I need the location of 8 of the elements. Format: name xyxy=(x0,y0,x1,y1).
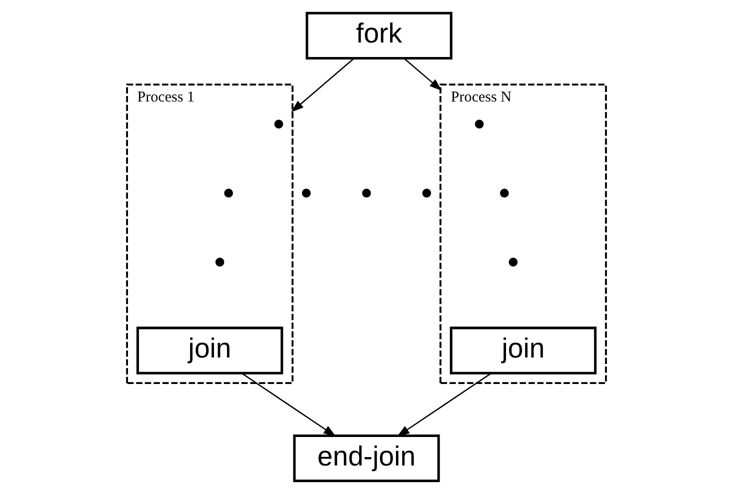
arrow xyxy=(403,58,442,91)
node-box: end-join xyxy=(292,434,440,482)
node-box: join xyxy=(136,326,283,374)
arrow xyxy=(290,58,354,112)
arrow xyxy=(396,372,491,437)
arrow xyxy=(241,372,336,437)
node-box: join xyxy=(449,326,596,374)
node-box: fork xyxy=(305,12,452,60)
